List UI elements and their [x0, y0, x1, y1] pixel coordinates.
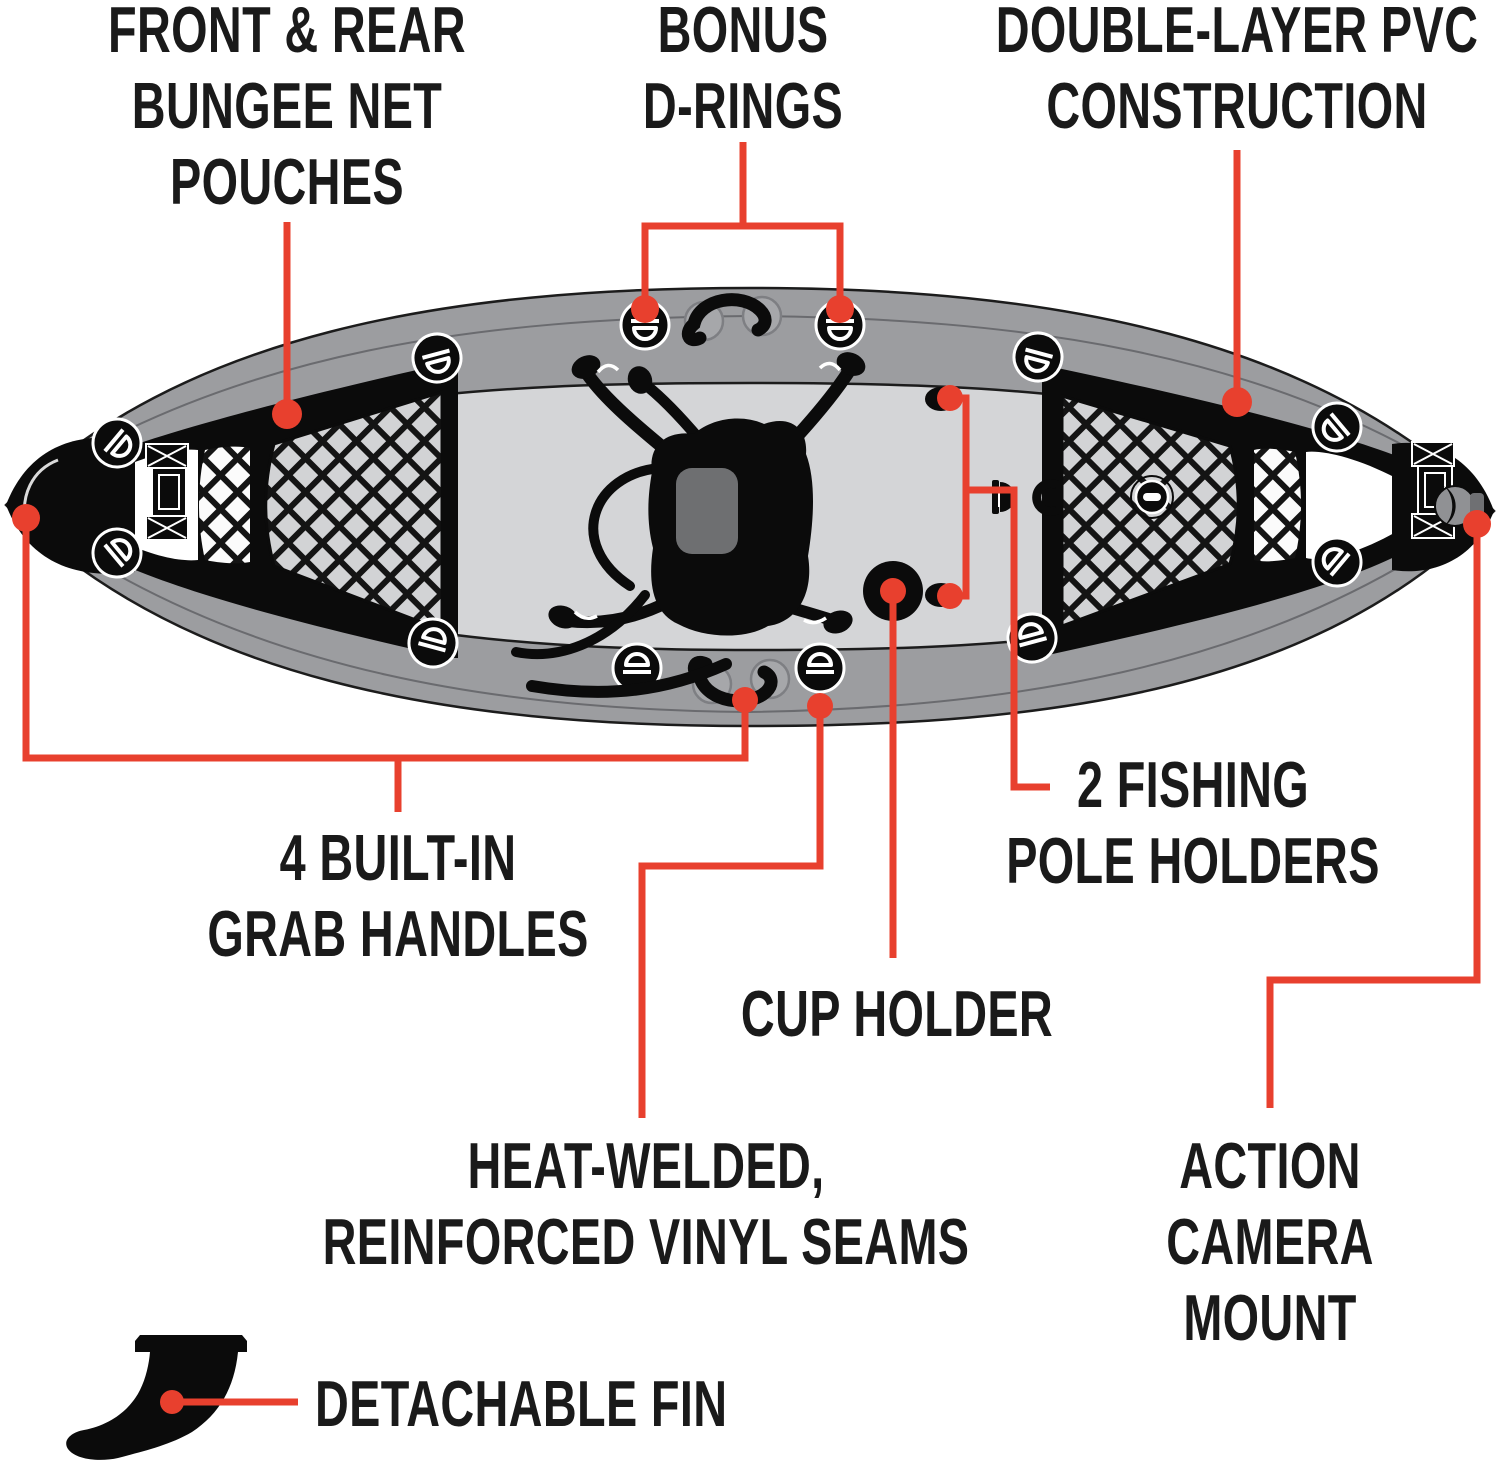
callout-action-camera: ACTION CAMERA MOUNT: [1126, 1128, 1414, 1356]
callout-line: 4 BUILT-IN: [279, 821, 517, 894]
callout-line: REINFORCED VINYL SEAMS: [322, 1205, 970, 1278]
callout-line: 2 FISHING: [1076, 748, 1310, 821]
callout-bungee-pouches: FRONT & REAR BUNGEE NET POUCHES: [38, 0, 535, 220]
callout-line: DOUBLE-LAYER PVC: [995, 0, 1479, 66]
leader-handles: [22, 522, 749, 812]
bottom-grab-handle: [687, 656, 791, 708]
air-valve: [1130, 475, 1174, 519]
callout-line: D-RINGS: [642, 69, 844, 142]
callout-line: CAMERA: [1166, 1205, 1374, 1278]
callout-line: CONSTRUCTION: [1046, 69, 1428, 142]
callout-vinyl-seams: HEAT-WELDED, REINFORCED VINYL SEAMS: [197, 1128, 1095, 1280]
callout-line: POUCHES: [170, 145, 404, 218]
callout-bonus-d-rings: BONUS D-RINGS: [604, 0, 882, 144]
callout-pole-holders: 2 FISHING POLE HOLDERS: [934, 747, 1453, 899]
bungee-anchors: [548, 352, 866, 634]
callout-line: MOUNT: [1183, 1281, 1357, 1354]
leader-seams: [638, 710, 824, 1118]
leader-camera: [1266, 528, 1481, 1108]
deck-hook: [1032, 479, 1060, 516]
leader-drings: [641, 142, 844, 310]
callout-line: CUP HOLDER: [740, 977, 1054, 1050]
seat-pad: [676, 468, 738, 554]
callout-dots: [12, 295, 1491, 1414]
callout-line: BUNGEE NET: [131, 69, 443, 142]
fin-icon: [66, 1335, 247, 1460]
callout-cup-holder: CUP HOLDER: [680, 976, 1114, 1052]
callout-line: BONUS: [657, 0, 829, 66]
callout-line: GRAB HANDLES: [207, 897, 589, 970]
callout-line: POLE HOLDERS: [1006, 824, 1380, 897]
callout-line: HEAT-WELDED,: [467, 1129, 825, 1202]
callout-line: DETACHABLE FIN: [315, 1367, 728, 1440]
callout-detachable-fin: DETACHABLE FIN: [315, 1366, 888, 1442]
callout-pvc-construction: DOUBLE-LAYER PVC CONSTRUCTION: [902, 0, 1500, 144]
callout-grab-handles: 4 BUILT-IN GRAB HANDLES: [133, 820, 663, 972]
callout-line: ACTION: [1179, 1129, 1361, 1202]
d-ring-icon: [794, 642, 846, 694]
kayak-seat: [511, 361, 858, 698]
callout-line: FRONT & REAR: [108, 0, 466, 66]
top-grab-handle: [681, 293, 783, 346]
